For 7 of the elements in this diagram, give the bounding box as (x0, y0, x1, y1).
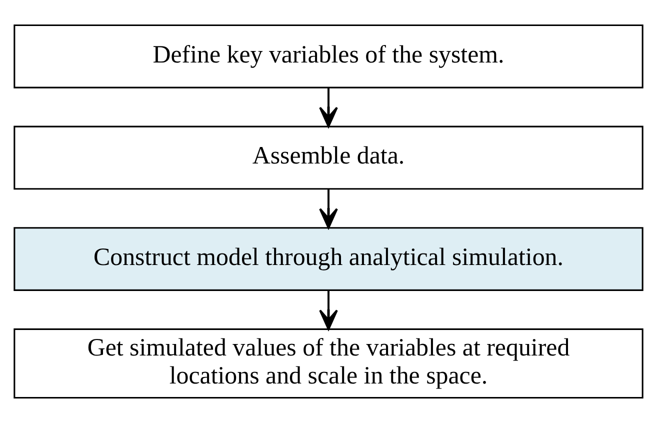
arrow (319, 189, 338, 229)
arrow (319, 88, 338, 128)
node-box: Construct model through analytical simulation. (14, 227, 644, 291)
node-box: Get simulated values of the variables at required locations and scale in the space. (14, 328, 644, 399)
node-box: Define key variables of the system. (14, 24, 644, 88)
arrow (319, 290, 338, 330)
node-box: Assemble data. (14, 126, 644, 190)
